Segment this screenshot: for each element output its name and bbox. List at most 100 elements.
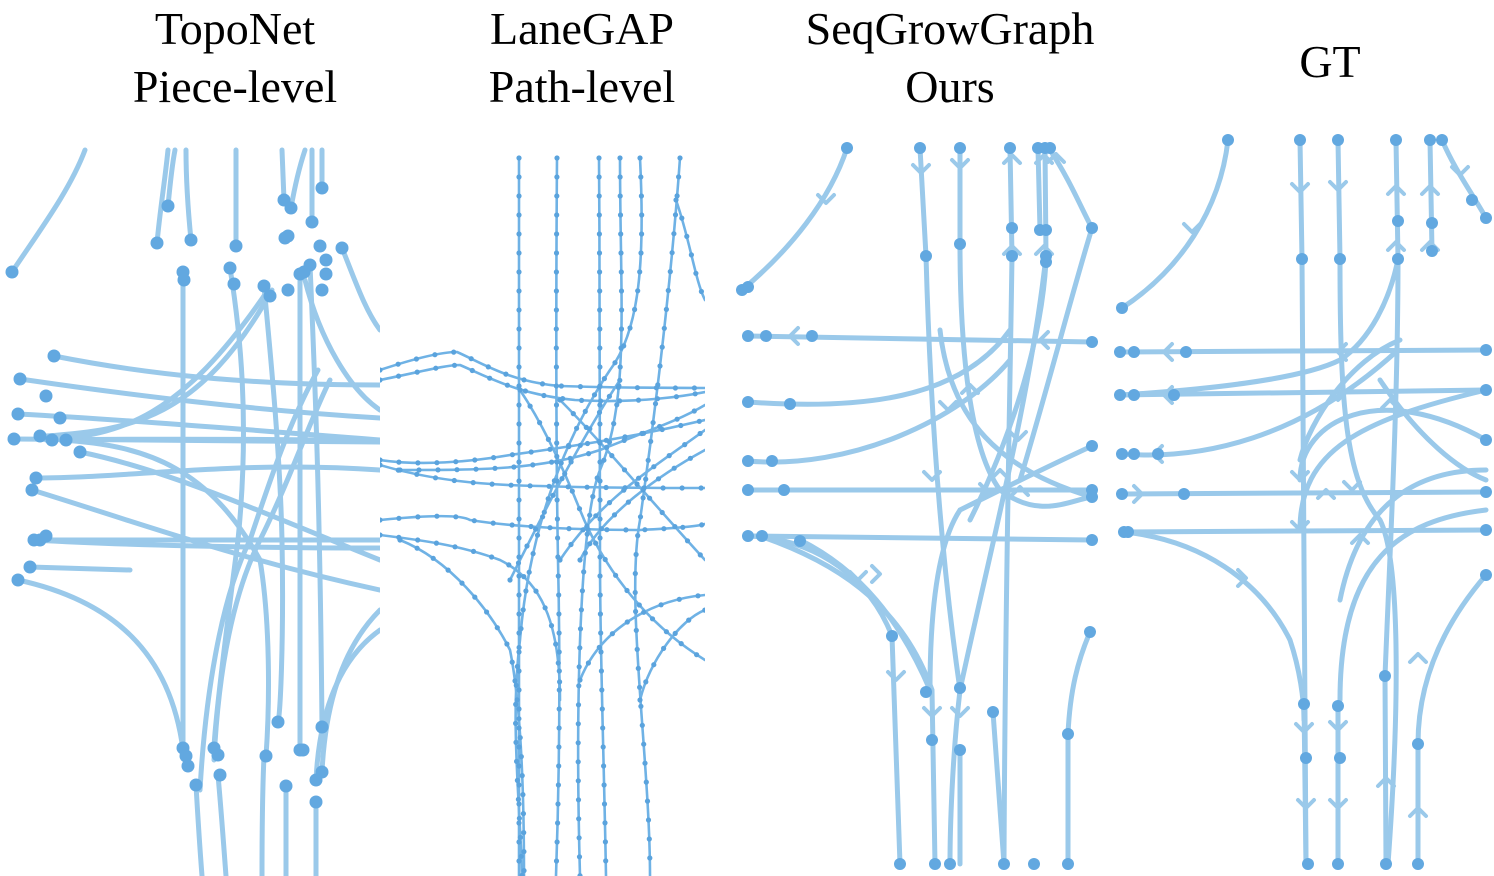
lane-path (302, 277, 380, 413)
lane-point (645, 457, 651, 463)
lane-point (692, 391, 698, 397)
lane-point (663, 629, 670, 635)
lane-point (594, 475, 600, 481)
lane-point (691, 385, 698, 391)
lane-node (920, 686, 932, 698)
lane-point (679, 215, 685, 221)
lane-node (1128, 389, 1140, 401)
lane-point (598, 649, 604, 655)
direction-arrow (922, 470, 942, 482)
lane-point (661, 325, 667, 331)
lane-point (602, 820, 608, 826)
lane-point (380, 367, 383, 373)
lane-node (1392, 215, 1404, 227)
lane-point (634, 481, 640, 487)
lane-point (623, 527, 629, 533)
lane-point (516, 644, 522, 651)
lane-point (557, 679, 563, 685)
lane-point (516, 668, 522, 674)
lane-point (516, 307, 522, 313)
lane-point (585, 660, 592, 666)
lane-node (1122, 526, 1134, 538)
lane-point (514, 663, 521, 670)
lane-point (597, 554, 603, 560)
lane-node (184, 233, 198, 247)
direction-arrow (1290, 182, 1310, 194)
lane-point (596, 174, 602, 180)
direction-arrow (950, 706, 970, 718)
lane-point (509, 452, 515, 458)
lane-point (604, 444, 610, 450)
direction-arrow (848, 570, 868, 582)
lane-point (635, 288, 641, 294)
lane-node (53, 411, 67, 425)
lane-point (686, 617, 692, 623)
lane-point (576, 683, 582, 689)
lane-point (509, 522, 515, 528)
lane-path (215, 772, 229, 876)
lane-node (1392, 253, 1404, 265)
lane-point (526, 569, 532, 575)
lane-node (806, 330, 818, 342)
lane-point (556, 649, 562, 655)
lane-node (33, 429, 47, 443)
lane-point (554, 839, 560, 845)
lane-point (667, 269, 673, 275)
lane-node (11, 407, 25, 421)
lane-point (527, 403, 533, 409)
lane-point (453, 514, 459, 520)
lane-point (575, 702, 582, 708)
lane-point (702, 607, 705, 613)
lane-point (516, 716, 522, 722)
lane-point (643, 476, 649, 482)
lane-point (587, 541, 593, 547)
lane-point (576, 835, 582, 841)
lane-point (556, 630, 562, 636)
lane-point (615, 384, 622, 390)
lane-point (565, 484, 571, 490)
lane-point (648, 438, 654, 444)
lane-node (179, 749, 193, 763)
lane-point (645, 817, 652, 823)
lane-path (1337, 467, 1489, 603)
lane-point (596, 231, 603, 237)
lane-point (636, 475, 642, 481)
lane-node (150, 236, 164, 250)
lane-node (1480, 486, 1492, 498)
lane-point (546, 483, 552, 489)
lane-point (581, 569, 587, 575)
lane-point (612, 360, 618, 366)
lane-point (696, 418, 702, 424)
lane-point (516, 706, 522, 712)
lane-path (1297, 137, 1305, 262)
lane-node (1334, 253, 1346, 265)
lane-point (637, 514, 644, 520)
lane-path (1001, 253, 1015, 867)
direction-arrow (1328, 180, 1348, 192)
lane-path (917, 145, 929, 259)
lane-node (987, 706, 999, 718)
lane-point (640, 487, 646, 493)
lane-point (516, 155, 522, 161)
lane-point (551, 478, 558, 484)
lane-point (671, 231, 677, 237)
lane-point (515, 796, 522, 803)
lane-point (674, 416, 680, 422)
lane-point (516, 326, 522, 332)
lane-node (929, 858, 941, 870)
lane-path (797, 537, 933, 693)
lane-point (684, 538, 691, 544)
lane-point (569, 488, 575, 494)
lane-point (632, 589, 638, 596)
lane-point (413, 356, 419, 362)
lane-point (558, 383, 565, 389)
lane-point (520, 607, 526, 613)
lane-point (534, 532, 541, 538)
lane-point (470, 480, 476, 486)
direction-arrow (1296, 798, 1316, 810)
lane-point (516, 839, 522, 845)
lane-point (554, 440, 560, 446)
lane-point (396, 459, 402, 465)
lane-point (484, 609, 490, 615)
lane-point (530, 462, 536, 468)
